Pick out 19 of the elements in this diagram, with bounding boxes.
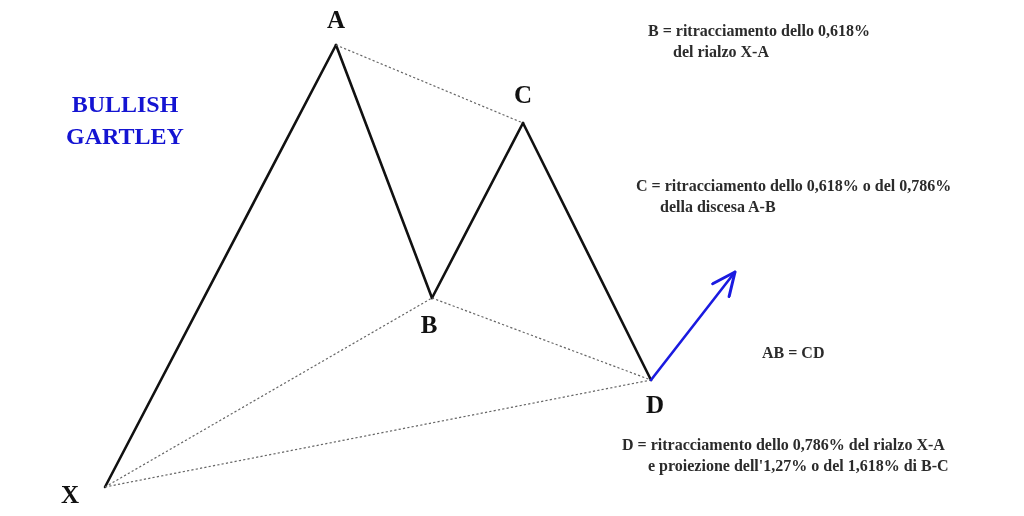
- price-line: [430, 121, 525, 300]
- price-line: [334, 43, 434, 300]
- price-line: [103, 43, 338, 489]
- arrow: [649, 270, 737, 382]
- point-label: B: [416, 298, 442, 338]
- point-label: C: [509, 82, 537, 123]
- note-text: D = ritracciamento dello 0,786% del rialzo X-A e proiezione dell'1,27% o del 1,618% di B-C: [622, 435, 949, 476]
- pattern-title: BULLISH GARTLEY: [65, 90, 185, 151]
- dotted-guide-line: [104, 379, 652, 488]
- note-text: AB = CD: [762, 343, 825, 363]
- point-label: D: [641, 380, 669, 418]
- point-label: X: [61, 482, 105, 508]
- dotted-guide-line: [335, 44, 524, 124]
- dotted-guide-line: [104, 297, 433, 488]
- note-text: C = ritracciamento dello 0,618% o del 0,786% della discesa A-B: [636, 176, 952, 217]
- dotted-guide-line: [431, 297, 652, 381]
- note-text: B = ritracciamento dello 0,618% del rialzo X-A: [648, 21, 870, 62]
- point-label: A: [322, 7, 350, 45]
- price-line: [521, 121, 653, 382]
